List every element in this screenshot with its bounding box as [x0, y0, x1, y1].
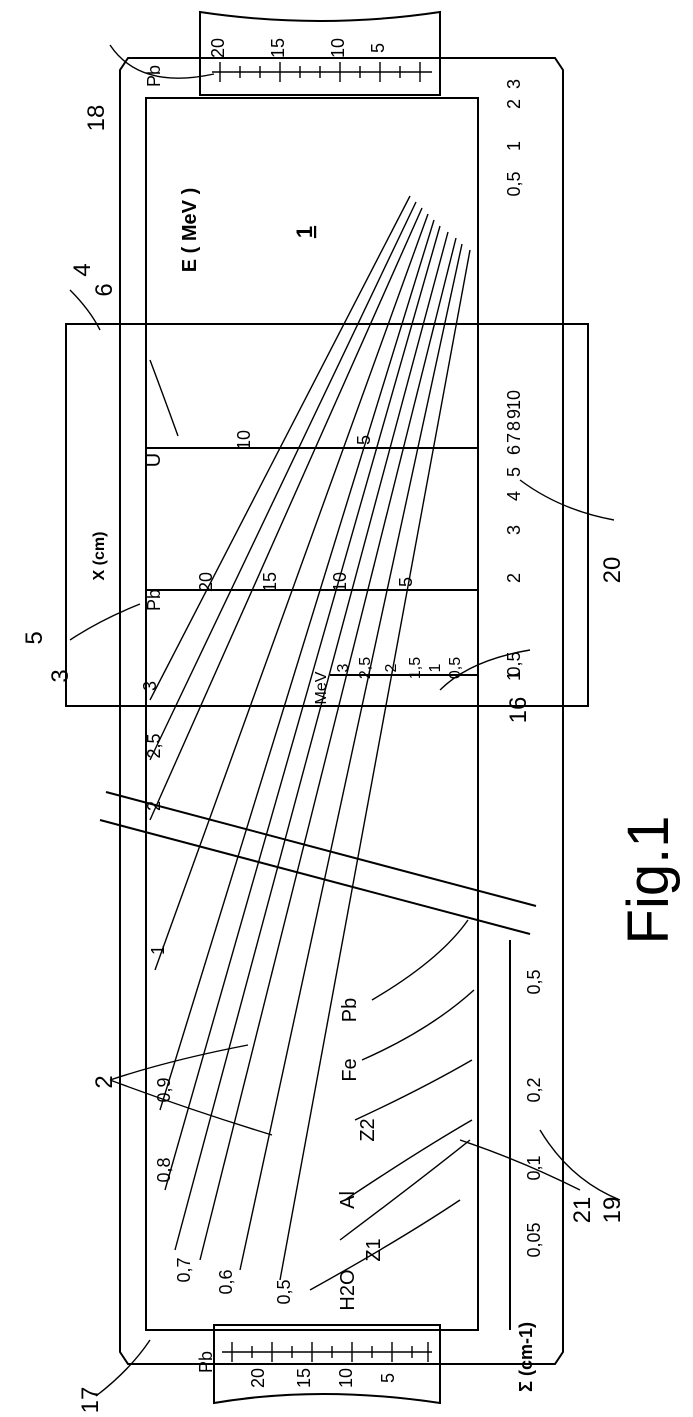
- ref-numeral-16: 16: [505, 697, 532, 724]
- bottom-scale-tick-10: 10: [336, 1368, 356, 1388]
- energy-label-3: 3: [140, 681, 160, 691]
- energy-axis-label: E ( MeV ): [179, 188, 201, 272]
- attenuation-axis-label: Σ (cm-1): [516, 1322, 536, 1392]
- ref-numeral-5: 5: [21, 631, 48, 644]
- material-label-fe: Fe: [339, 1058, 361, 1081]
- ref-numeral-17: 17: [77, 1387, 104, 1414]
- figure-label: Fig.1: [616, 816, 681, 945]
- slider-cursor: [65, 323, 589, 707]
- slider-MeV-tick-2: 2: [383, 663, 400, 672]
- energy-label-2: 2: [144, 801, 164, 811]
- ref-numeral-19: 19: [599, 1197, 626, 1224]
- slider-MeV-tick-2-5: 2,5: [357, 657, 374, 679]
- slider-label-MeV: MeV: [313, 671, 330, 704]
- top-scale-tick-20: 20: [208, 38, 228, 58]
- right-scale-tick-0-5: 0,5: [504, 651, 524, 676]
- top-scale-tick-5: 5: [368, 43, 388, 53]
- break-line-b: [105, 791, 537, 907]
- slider-MeV-tick-3: 3: [335, 663, 352, 672]
- rule-body-outline: [119, 57, 564, 1365]
- top-scale-tick-15: 15: [268, 38, 288, 58]
- right-scale-tick-7: 7: [504, 433, 524, 443]
- slider-Pb-tick-5: 5: [396, 577, 416, 587]
- ref-numeral-6: 6: [91, 283, 118, 296]
- right-scale-tick-1b: 1: [504, 141, 524, 151]
- energy-label-0-8: 0,8: [154, 1157, 174, 1182]
- energy-label-0-7: 0,7: [174, 1257, 194, 1282]
- right-scale-tick-8: 8: [504, 421, 524, 431]
- material-label-z2: Z2: [357, 1118, 379, 1141]
- energy-label-0-9: 0,9: [154, 1077, 174, 1102]
- thickness-axis-label: X (cm): [91, 532, 108, 581]
- bottom-scale-tick-15: 15: [294, 1368, 314, 1388]
- slider-MeV-tick-1: 1: [427, 663, 444, 672]
- bottom-scale-ticks: [231, 1342, 429, 1362]
- slider-U-tick-5: 5: [354, 435, 374, 445]
- ref-numeral-3: 3: [47, 669, 74, 682]
- right-scale-tick-2: 2: [504, 573, 524, 583]
- slider-label-U: U: [143, 453, 165, 467]
- underlined-numeral: 1: [292, 226, 317, 238]
- bottom-scale-tick-20: 20: [248, 1368, 268, 1388]
- right-scale-tick-10: 10: [504, 390, 524, 410]
- right-scale-tick-3: 3: [504, 525, 524, 535]
- sigma-tick-0-2: 0,2: [524, 1077, 544, 1102]
- right-scale-tick-0-5b: 0,5: [504, 171, 524, 196]
- ref-numeral-18: 18: [83, 105, 110, 132]
- material-label-z1: Z1: [363, 1238, 385, 1261]
- bottom-scale-window: [213, 1324, 441, 1405]
- bottom-scale-label: Pb: [196, 1351, 216, 1373]
- top-scale-tick-10: 10: [328, 38, 348, 58]
- slider-U-tick-10: 10: [234, 430, 254, 450]
- ref-numeral-21: 21: [569, 1197, 596, 1224]
- top-scale-window: [199, 10, 441, 96]
- ref-numeral-2: 2: [91, 1075, 118, 1088]
- energy-label-1: 1: [148, 945, 168, 955]
- inner-field: [145, 97, 479, 1331]
- material-label-al: Al: [337, 1191, 359, 1209]
- material-curves: [309, 919, 475, 1291]
- material-label-pb: Pb: [339, 998, 361, 1022]
- slider-label-Pb: Pb: [144, 589, 164, 611]
- sigma-tick-0-1: 0,1: [524, 1155, 544, 1180]
- right-scale-tick-4: 4: [504, 491, 524, 501]
- break-line-a: [99, 819, 531, 935]
- ref-numeral-4: 4: [69, 263, 96, 276]
- slider-Pb-tick-10: 10: [330, 572, 350, 592]
- bottom-scale-tick-5: 5: [378, 1373, 398, 1383]
- slider-MeV-tick-0-5: 0,5: [447, 657, 464, 679]
- top-scale-ticks: [219, 62, 421, 82]
- right-scale-tick-5: 5: [504, 467, 524, 477]
- slider-Pb-tick-15: 15: [260, 572, 280, 592]
- right-scale-tick-9: 9: [504, 409, 524, 419]
- slider-MeV-tick-1-5: 1,5: [407, 657, 424, 679]
- energy-label-2-5: 2,5: [144, 733, 164, 758]
- slider-Pb-tick-20: 20: [196, 572, 216, 592]
- material-label-h2o: H2O: [337, 1269, 359, 1310]
- sigma-tick-0-05: 0,05: [524, 1222, 544, 1257]
- energy-lines: [149, 195, 471, 1281]
- energy-label-0-5: 0,5: [274, 1279, 294, 1304]
- ref-numeral-20: 20: [599, 557, 626, 584]
- right-scale-tick-3b: 3: [504, 79, 524, 89]
- right-scale-tick-1: 1: [504, 671, 524, 681]
- energy-label-0-6: 0,6: [216, 1269, 236, 1294]
- sigma-tick-0-5: 0,5: [524, 969, 544, 994]
- right-scale-tick-2b: 2: [504, 99, 524, 109]
- right-scale-tick-6: 6: [504, 445, 524, 455]
- top-scale-label: Pb: [144, 65, 164, 87]
